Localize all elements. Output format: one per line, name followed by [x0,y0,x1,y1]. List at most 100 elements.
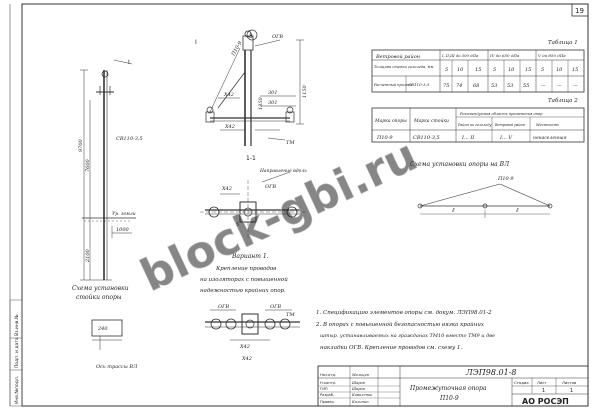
dim-7600: 7600 [85,158,91,172]
t1-row2-mark: СВ110-3,5 [408,82,430,87]
schema-mark: П10-9 [497,176,514,182]
t2-head-0: Марка опоры [374,118,407,124]
stamp-name-0: Мальцев [351,373,369,377]
stamp-role-2: ГИП [320,387,328,391]
t1-r1-7: 10 [556,67,563,73]
section-mark-left: I [128,59,130,66]
schema-left-title-2: стойки опоры [76,294,122,301]
line-route-schema [417,183,553,218]
t1-r2-0: 75 [443,83,449,89]
t2-head-1: Марка стойки [413,118,449,124]
t2-sub-2: Местность [535,123,559,127]
stamp-org: АО РОСЭП [522,397,569,406]
pole-elevation [80,59,136,281]
t1-r2-8: — [573,83,578,89]
stamp-sheet-val: 1 [542,388,545,394]
variant-line-3: надежностью крайних опор. [200,288,286,294]
t1-r1-8: 15 [572,67,578,73]
side-stamp: Вз.инв.№ Подп. и дата Инв.№подл. [9,299,23,407]
dim-tm2: ТМ [286,312,295,318]
dim-5: 5 [236,222,239,228]
stamp-name-4: Калинин [351,400,369,404]
base-detail [91,319,123,350]
dim-301b: 301 [268,100,278,106]
t1-r2-4: 53 [507,83,513,89]
page-number-box: 19 [571,3,589,17]
t1-r1-1: 10 [457,67,464,73]
stamp-role-3: Разраб. [320,393,334,397]
note-3: штыр. устанавливаемых на гражданах ТМ10 … [320,333,495,339]
stamp-name-1: Шаров [351,381,365,385]
dim-ogv4: ОГВ [270,304,281,310]
t1-r1-0: 5 [445,67,448,73]
t1-r1-6: 5 [541,67,544,73]
dim-ogv: ОГВ [272,34,283,40]
stamp-sheet-label: Лист [537,380,547,385]
span-label-2: ℓ [516,207,519,214]
head-detail [205,29,304,146]
stamp-sheets-val: 1 [570,388,573,394]
dim-1000: 1000 [116,227,130,233]
dim-x42e: X42 [241,356,252,362]
sheet-frame [21,3,589,407]
notes-block: 1. Спецификацию элементов опоры см. доку… [315,309,495,351]
t2-sub-0: Район по гололеду [457,123,491,127]
stamp-stage-label: Стадия [514,380,529,385]
side-label-2: Подп. и дата [14,337,20,368]
title-block: ЛЭП98.01-8 Промежуточная опора П10-9 Ста… [317,365,589,407]
variant-line-2: на изоляторах с повышенной [200,277,288,283]
t2-head-2: Рекомендуемая область применения опор [459,112,543,116]
section-1-1-title: 1-1 [246,155,256,162]
dim-1150: 1150 [302,84,308,98]
stamp-role-4: Провер. [320,400,335,404]
stamp-name: Промежуточная опора [409,385,487,392]
dim-9700: 9700 [78,138,84,152]
dim-tm: ТМ [286,140,295,146]
t1-head-2: IV до 650 дПа [489,53,520,58]
t1-r2-3: 53 [491,83,497,89]
t1-row2-label: Расчетный пролет [373,83,412,87]
bottom-axis-label: Ось трассы ВЛ [96,364,138,370]
dim-240: 240 [97,326,108,332]
t1-head-1: I, II,III до 500 дПа [441,53,479,58]
dim-x42a: X42 [223,92,234,98]
t2-row-3: I... V [499,135,513,141]
ground-label: Ур. земли [112,211,136,217]
t1-r1-4: 10 [508,67,515,73]
table-1-title: Таблица 1 [548,39,578,46]
variant-title: Вариант 1. [231,253,269,260]
stamp-role-0: Нач.отд. [320,373,336,377]
stamp-name-2: П10-9 [439,395,459,402]
note-1: 1. Спецификацию элементов опоры см. доку… [316,309,492,316]
note-2: 2. В опорах с повышенной безопасностью в… [315,321,485,328]
dim-x42d: X42 [239,344,250,350]
dim-301: 301 [268,90,278,96]
dim-ogv3: ОГВ [218,304,229,310]
span-label-1: ℓ [452,207,455,214]
t1-r2-5: 55 [523,83,529,89]
note-4: накладки ОГВ. Крепление проводов см. схе… [320,345,462,351]
dim-2100: 2100 [85,248,91,263]
stamp-name-3: Коваленко [351,393,373,397]
t2-sub-1: Ветровой район [494,123,525,127]
stamp-code: ЛЭП98.01-8 [465,368,516,377]
table-1: Таблица 1 Ветровой район I, II,III до 50… [371,39,585,93]
section-mark-mid: I [195,39,197,46]
pole-mark-label: СВ110-3,5 [116,136,143,142]
stamp-name-2b: Шаров [351,387,365,391]
t2-row-1: СВ110-3,5 [413,135,440,141]
page-number: 19 [575,7,584,15]
t1-row1-label: Толщина стенки гололеда, мм [374,65,433,69]
stamp-role-1: Н.контр. [320,381,336,385]
section-1-1 [200,171,306,240]
t1-r2-2: 68 [473,83,479,89]
side-label-3: Инв.№подл. [14,376,20,404]
t1-head-0: Ветровой район [375,54,420,60]
dim-1350: 1350 [258,96,264,110]
dim-x42b: X42 [224,124,235,130]
t1-head-3: V до 850 дПа [538,53,566,58]
variant-line-1: Крепление проводов [215,266,276,272]
t1-r1-5: 15 [525,67,531,73]
t1-r2-1: 74 [456,83,462,89]
t1-r2-7: — [557,83,562,89]
